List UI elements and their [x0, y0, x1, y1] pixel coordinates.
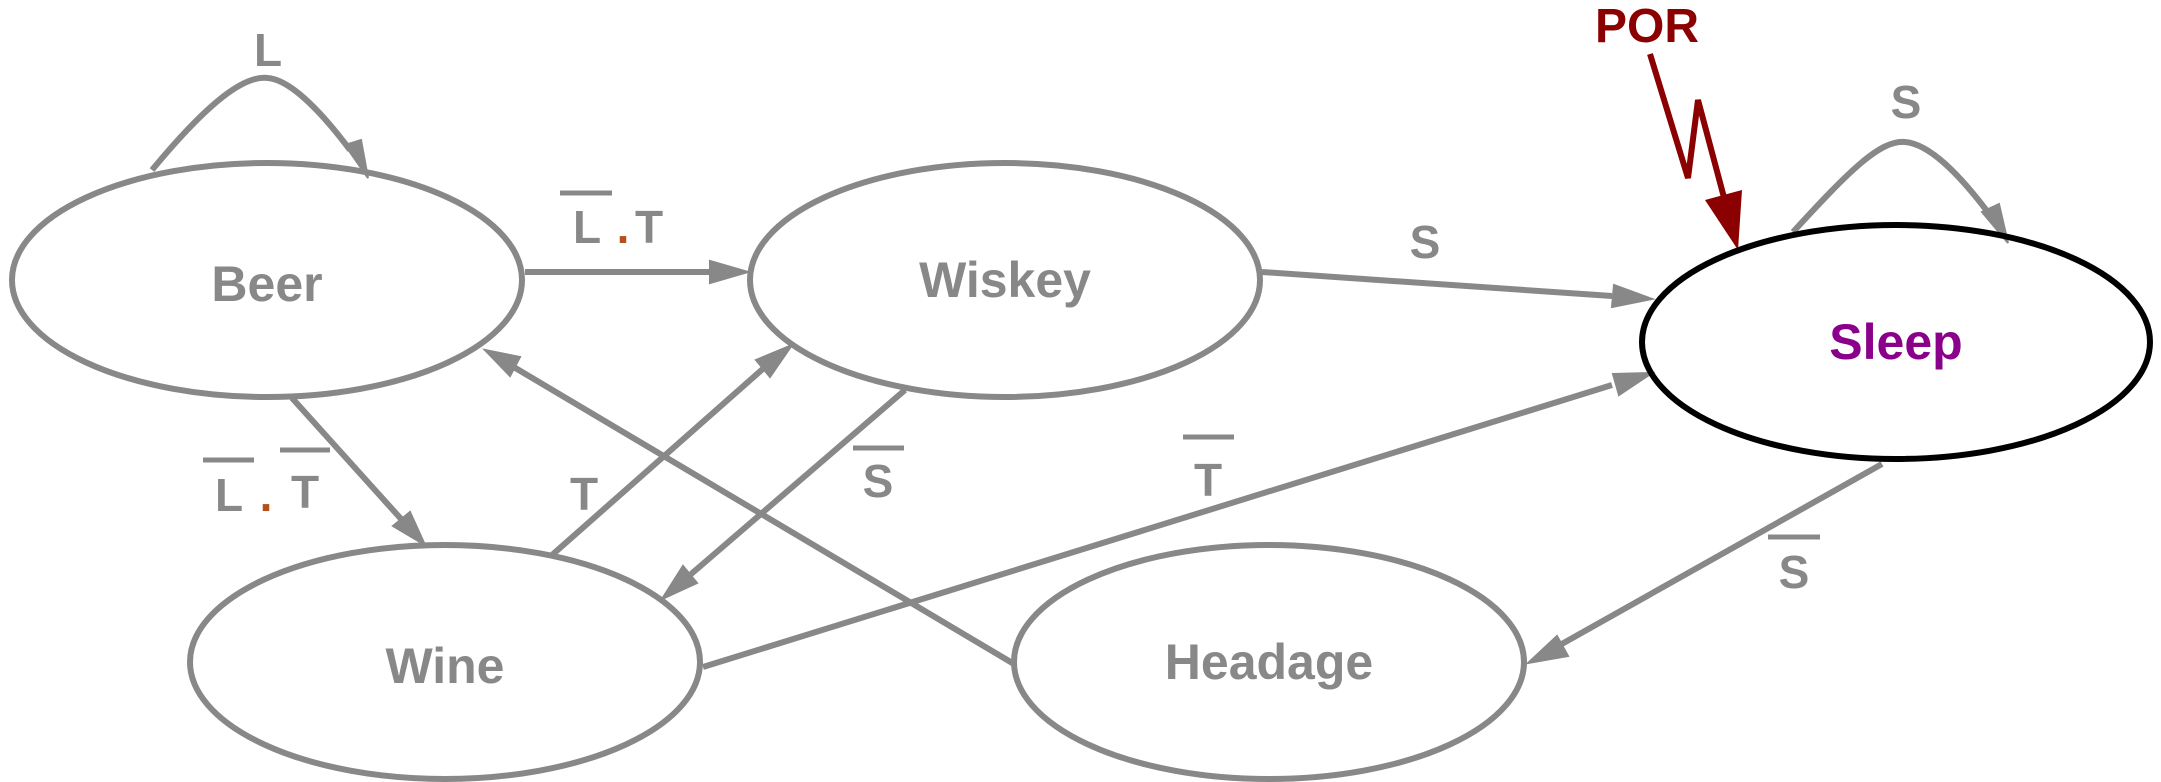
edge-label-sleep-headage: S — [1768, 534, 1820, 598]
node-sleep-label: Sleep — [1829, 314, 1962, 370]
edge-wiskey-wine — [688, 387, 907, 578]
arrowhead-sleep-headage — [1524, 634, 1570, 665]
arrowhead-beer-wiskey — [709, 259, 752, 285]
edge-beer-self — [149, 74, 353, 172]
por-label: POR — [1595, 0, 1699, 53]
edge-beer-wine — [289, 395, 405, 523]
edge-label-wiskey-wine: S — [853, 445, 904, 507]
edge-headage-beer — [510, 363, 1016, 667]
edge-wine-wiskey — [550, 364, 767, 558]
edge-label-beer-wine-dot: . — [260, 469, 273, 521]
edge-wiskey-sleep — [1261, 269, 1613, 299]
arrowhead-wiskey-sleep — [1610, 283, 1656, 309]
node-headage-label: Headage — [1165, 634, 1373, 690]
arrowhead-wine-wiskey — [754, 342, 795, 379]
edge-label-beer-wiskey: L . T — [560, 190, 663, 253]
node-beer-label: Beer — [211, 256, 322, 312]
edge-label-beer-self: L — [254, 24, 282, 76]
edge-label-wiskey-wine-s: S — [863, 455, 894, 507]
edge-sleep-self — [1790, 138, 1993, 235]
edge-label-beer-wiskey-l: L — [573, 201, 601, 253]
node-wiskey-shape — [747, 160, 1263, 400]
node-wiskey-label: Wiskey — [919, 252, 1091, 308]
node-beer: Beer — [9, 160, 525, 400]
edge-label-beer-wiskey-dot: . — [617, 201, 630, 253]
edge-wine-sleep — [702, 382, 1613, 670]
node-beer-shape — [9, 160, 525, 400]
node-wine-shape — [187, 542, 703, 782]
node-sleep-shape — [1639, 222, 2153, 462]
edge-label-beer-wine-l: L — [215, 469, 243, 521]
arrowhead-wine-sleep — [1611, 371, 1656, 397]
edge-sleep-headage — [1558, 461, 1884, 648]
node-wine: Wine — [187, 542, 703, 782]
node-wiskey: Wiskey — [747, 160, 1263, 400]
node-sleep: Sleep — [1639, 222, 2153, 462]
edge-label-wine-wiskey: T — [570, 468, 598, 520]
arrowhead-headage-beer — [482, 348, 522, 378]
edge-label-wiskey-sleep: S — [1410, 216, 1441, 268]
arrowhead-wiskey-wine — [659, 564, 699, 602]
node-headage: Headage — [1011, 542, 1527, 782]
edge-label-wine-sleep-t: T — [1194, 454, 1222, 506]
node-wine-label: Wine — [386, 638, 505, 694]
edge-label-wine-sleep: T — [1183, 434, 1234, 506]
edge-label-beer-wine-t: T — [291, 466, 319, 518]
por-arrow — [1647, 53, 1733, 221]
edge-label-sleep-self: S — [1891, 76, 1922, 128]
edge-label-sleep-headage-s: S — [1779, 546, 1810, 598]
arrowhead-beer-wine — [391, 510, 428, 548]
por-arrowhead — [1705, 190, 1742, 250]
edge-label-beer-wine: L . T — [203, 447, 330, 521]
node-headage-shape — [1011, 542, 1527, 782]
edge-label-beer-wiskey-t: T — [635, 201, 663, 253]
